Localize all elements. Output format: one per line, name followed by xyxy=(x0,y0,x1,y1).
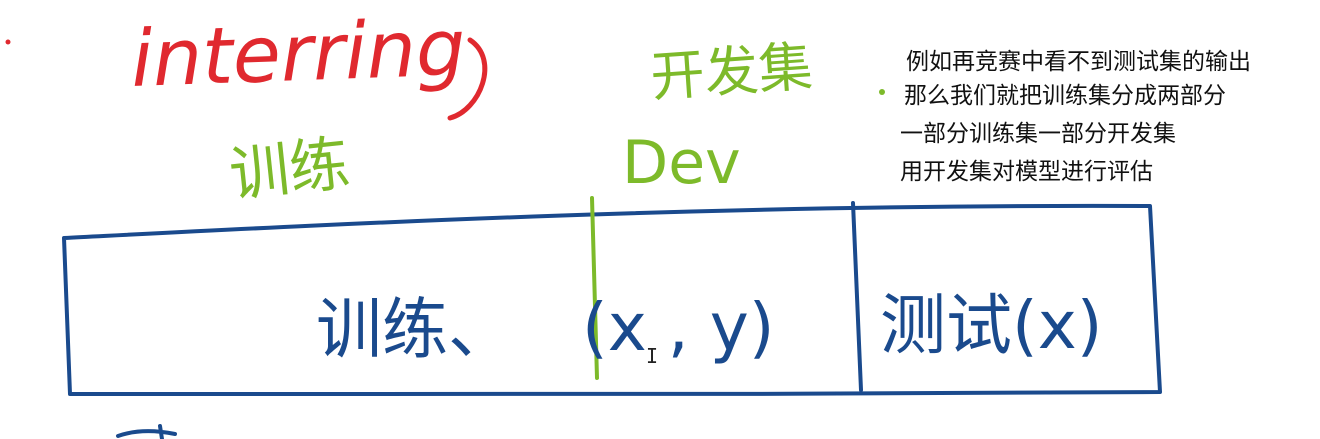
green-dot xyxy=(879,89,885,95)
note-line-2: 那么我们就把训练集分成两部分 xyxy=(904,83,1226,109)
note-line-4: 用开发集对模型进行评估 xyxy=(900,159,1153,185)
text-cursor-icon: I xyxy=(646,344,659,368)
data-split-box xyxy=(62,203,1162,396)
bottom-partial-stroke xyxy=(116,424,177,439)
dev-split-line xyxy=(590,196,599,380)
box-xy-text: (x , y) xyxy=(582,289,775,366)
green-train-label: 训练 xyxy=(226,129,353,211)
green-dev-cn-label: 开发集 xyxy=(649,35,815,109)
red-word-interring: interring xyxy=(130,3,467,105)
box-train-text: 训练、 xyxy=(316,291,514,368)
box-test-text: 测试(x) xyxy=(880,287,1103,364)
note-line-1: 例如再竞赛中看不到测试集的输出 xyxy=(906,49,1251,75)
green-dev-label: Dev xyxy=(622,128,741,198)
ink-dot xyxy=(5,39,11,45)
note-line-3: 一部分训练集一部分开发集 xyxy=(900,121,1176,147)
box-divider xyxy=(851,201,863,392)
red-tail-stroke xyxy=(447,37,488,121)
